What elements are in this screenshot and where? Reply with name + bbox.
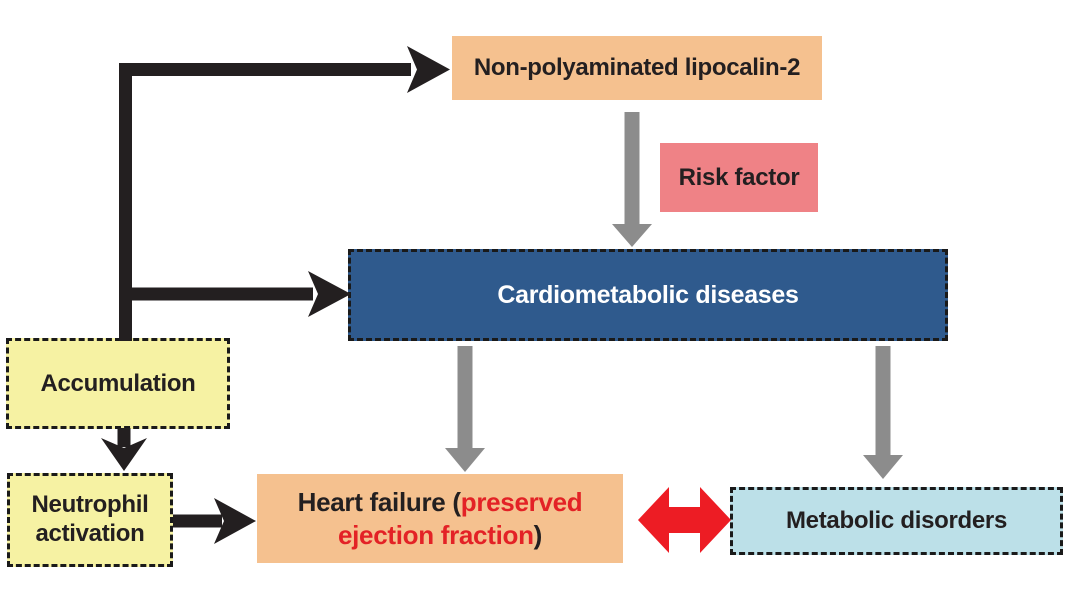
node-neutrophil-activation: Neutrophil activation [7, 473, 173, 567]
arrow-cardiometabolic-to-metabolic-disorders [863, 346, 903, 479]
arrowhead [612, 224, 652, 247]
node-cardiometabolic-diseases: Cardiometabolic diseases [348, 249, 948, 341]
arrowhead [863, 455, 903, 479]
arrowhead [214, 498, 256, 544]
arrowhead [407, 46, 450, 93]
node-risk-factor: Risk factor [660, 143, 818, 212]
node-non-polyaminated-lipocalin-2: Non-polyaminated lipocalin-2 [452, 36, 822, 100]
arrow-cardiometabolic-to-heart-failure [445, 346, 485, 472]
node-label: Non-polyaminated lipocalin-2 [473, 54, 801, 81]
label-part-black: ) [533, 519, 543, 550]
arrow-accumulation-to-cardiometabolic [120, 271, 351, 317]
arrowhead [445, 448, 485, 472]
arrow-neutrophil-to-heart-failure [173, 498, 256, 544]
label-part-black: Heart failure ( [297, 487, 461, 517]
arrowhead [101, 438, 147, 471]
node-label: Risk factor [678, 163, 800, 191]
node-label: Cardiometabolic diseases [497, 280, 799, 309]
node-heart-failure-preserved-ejection-fraction: Heart failure (preserved ejection fracti… [257, 474, 623, 563]
node-label: Neutrophil activation [31, 491, 149, 547]
label-part-red: ejection fraction [337, 519, 534, 550]
label-part-red: preserved [460, 487, 583, 517]
node-label: Metabolic disorders [785, 507, 1008, 534]
node-label-line2: ejection fraction) [338, 519, 542, 552]
node-accumulation: Accumulation [6, 338, 230, 429]
arrowhead [308, 271, 351, 317]
arrow-accumulation-to-neutrophil [101, 428, 147, 471]
arrow-bidirectional-heart-failure-metabolic [638, 487, 731, 553]
node-label-line1: Heart failure (preserved [298, 486, 583, 519]
double-arrowhead [638, 487, 731, 553]
node-label: Accumulation [40, 369, 196, 397]
arrow-lipocalin-to-cardiometabolic [612, 112, 652, 247]
node-metabolic-disorders: Metabolic disorders [730, 487, 1063, 555]
